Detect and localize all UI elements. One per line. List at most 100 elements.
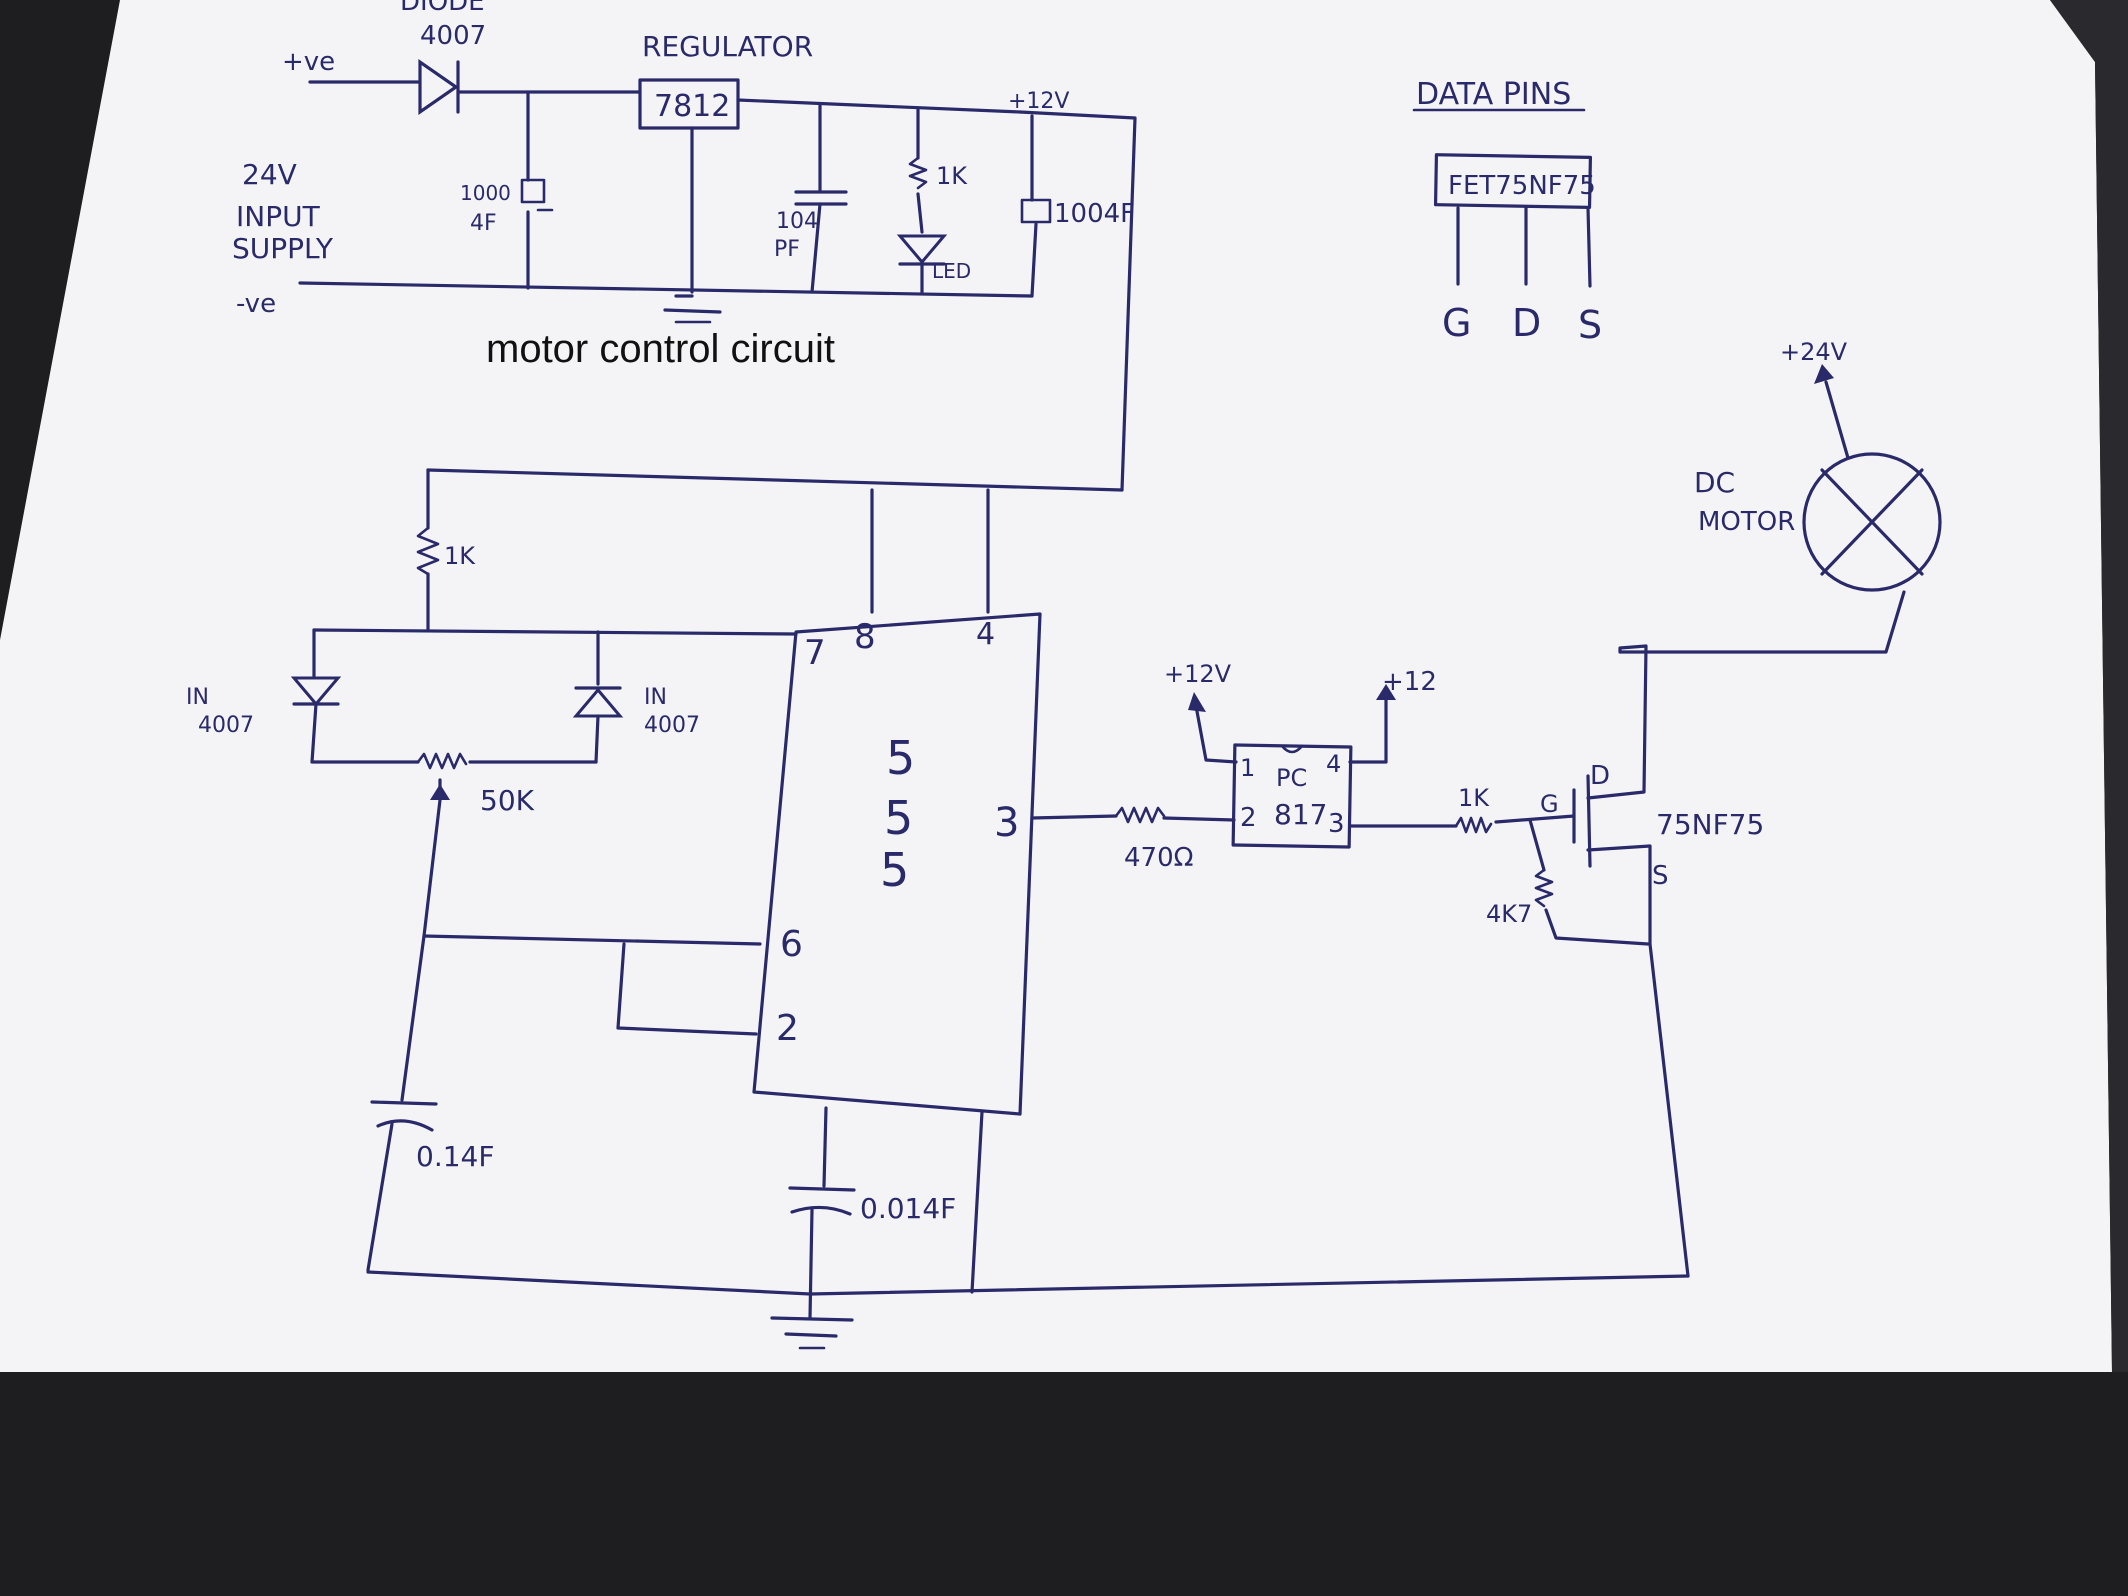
- pin7-label: 7: [804, 633, 826, 673]
- motor-supply-wire: [1824, 380, 1850, 460]
- pulldown-to-source: [1544, 908, 1650, 946]
- ground-rail-wire: [298, 281, 1034, 298]
- regulator-box: [638, 78, 740, 130]
- pin4-label: 4: [976, 617, 995, 652]
- pin3-label: 3: [994, 800, 1019, 846]
- opto-left-supply-label: +12V: [1164, 660, 1232, 688]
- power-supply-section: [298, 58, 1137, 492]
- right-diode-lower: [594, 714, 600, 764]
- input-diode-symbol: [418, 58, 460, 116]
- motor-supply-arrow: [1814, 364, 1834, 384]
- timer-supply-rail: [426, 468, 1124, 492]
- right-diode-label-1: IN: [644, 685, 667, 710]
- cap-104-lead-bottom: [810, 202, 822, 294]
- diode-label-top: DIODE: [400, 0, 485, 17]
- chip-digit-3: 5: [880, 843, 909, 897]
- data-pins-section: [1412, 108, 1593, 288]
- motor-label-1: DC: [1694, 466, 1735, 499]
- r-out-symbol: [1114, 806, 1166, 824]
- motor-label-2: MOTOR: [1698, 507, 1795, 537]
- pin1-ground-wire: [970, 1110, 984, 1294]
- source-to-ground-wire: [1586, 844, 1690, 1278]
- timer-chip-body: [752, 612, 1042, 1116]
- diagram-title: motor control circuit: [486, 327, 835, 371]
- left-diode-label-1: IN: [186, 685, 209, 710]
- r-top-label: 1K: [444, 542, 476, 570]
- regulator-output-wire: [736, 98, 1022, 114]
- input-label: INPUT: [236, 200, 321, 233]
- gate-resistor-to-gate: [1494, 814, 1576, 824]
- pulldown-lead-top: [1528, 818, 1546, 872]
- r-out-to-opto: [1162, 816, 1236, 822]
- drain-pin-label: D: [1512, 301, 1541, 345]
- opto-right-supply-arrow: [1376, 684, 1396, 700]
- opto-pin3-label: 3: [1328, 809, 1345, 839]
- cap-out-body: [1020, 198, 1052, 224]
- pin8-label: 8: [854, 617, 876, 657]
- timer-ground-symbol: [770, 1316, 854, 1350]
- led-label: LED: [932, 259, 971, 283]
- mosfet-part-label: 75NF75: [1656, 808, 1764, 841]
- opto-left-supply-wire: [1194, 704, 1238, 764]
- keyboard-edge: [2050, 0, 2128, 1372]
- pulldown-label: 4K7: [1486, 900, 1532, 928]
- pot-wiper-arrow: [430, 784, 450, 800]
- timer-section: [290, 468, 1690, 1350]
- opto-left-supply-arrow: [1188, 692, 1206, 712]
- r-out-label: 470Ω: [1124, 843, 1194, 873]
- motor-supply-label: +24V: [1780, 338, 1848, 366]
- diode-label-part: 4007: [420, 21, 486, 51]
- motor-cross-b: [1820, 468, 1924, 576]
- supply-label: SUPPLY: [232, 232, 334, 265]
- pot-symbol: [416, 752, 468, 770]
- opto-pin4-label: 4: [1326, 750, 1341, 778]
- opto-name-prefix: PC: [1276, 764, 1307, 792]
- paper-sheet: [0, 0, 2112, 1372]
- dc-motor-symbol: [1802, 452, 1942, 592]
- mosfet-source-label: S: [1652, 861, 1669, 891]
- pin6-wire: [422, 934, 762, 946]
- input-voltage-label: 24V: [242, 158, 297, 191]
- source-pin-label: S: [1578, 303, 1602, 347]
- control-cap-plate: [790, 1205, 852, 1216]
- fet-package-box: [1433, 153, 1593, 209]
- data-pins-heading: DATA PINS: [1416, 77, 1571, 112]
- timing-cap-label: 0.14F: [416, 1140, 494, 1173]
- pot-label: 50K: [480, 784, 535, 817]
- cap-in-value-top: 1000: [460, 181, 511, 205]
- regulator-part: 7812: [654, 89, 730, 124]
- source-pin-line: [1586, 206, 1592, 288]
- fet-package-label: FET75NF75: [1448, 171, 1596, 201]
- rail-12v-wire: [1018, 110, 1137, 492]
- drain-to-motor-wire: [1586, 590, 1906, 800]
- pin2-label: 2: [776, 1008, 799, 1049]
- opto-pin1-label: 1: [1240, 754, 1255, 782]
- timing-cap-lead-bottom: [366, 1122, 394, 1272]
- control-cap-lead-bottom: [808, 1208, 814, 1320]
- cap-in-body: [520, 178, 546, 204]
- driver-section: [1188, 364, 1942, 1278]
- left-diode-to-pot: [310, 702, 420, 764]
- led-wire: [916, 192, 924, 234]
- supply-ground-symbol: [663, 294, 722, 324]
- optocoupler-notch: [1280, 744, 1304, 754]
- opto-right-supply-wire: [1348, 696, 1388, 764]
- mosfet-gate-label: G: [1540, 790, 1559, 818]
- cap-in-value-bottom: 4F: [470, 211, 497, 236]
- timing-cap-plate: [376, 1119, 434, 1132]
- right-diode-label-2: 4007: [644, 713, 700, 738]
- mosfet-drain-label: D: [1590, 761, 1610, 791]
- pin3-wire: [1030, 814, 1118, 820]
- wiper-to-node: [422, 798, 442, 938]
- chip-digit-1: 5: [886, 731, 915, 785]
- timing-cap-lead-top: [400, 934, 426, 1102]
- regulator-heading: REGULATOR: [642, 30, 813, 63]
- pin7-wire: [312, 628, 798, 636]
- opto-right-supply-label: +12: [1382, 667, 1437, 697]
- cap-out-value: 1004F: [1054, 199, 1135, 229]
- cap-mid-value-bottom: PF: [774, 237, 800, 262]
- positive-terminal-label: +ve: [282, 47, 335, 77]
- opto-pin2-label: 2: [1240, 803, 1257, 833]
